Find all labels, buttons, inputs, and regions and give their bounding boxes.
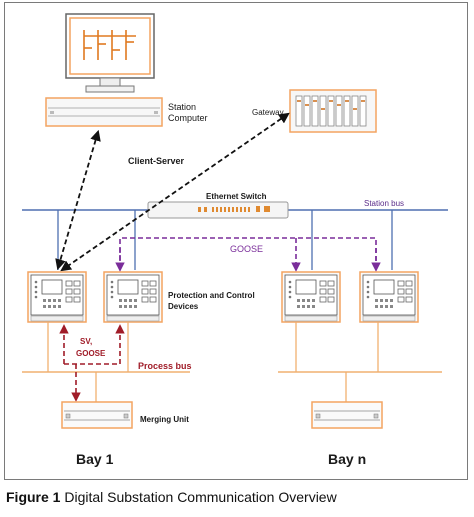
protection-label-2: Devices	[168, 302, 199, 311]
gateway-label: Gateway	[252, 108, 284, 117]
station-computer-icon	[45, 97, 163, 127]
ied-bayn-b	[359, 271, 419, 323]
merging-unit-bay1	[61, 401, 133, 429]
bay1-label: Bay 1	[76, 451, 114, 467]
process-bus-drops	[47, 322, 379, 372]
ethernet-switch-icon	[147, 201, 289, 219]
monitor-icon	[65, 13, 155, 93]
figure-caption: Figure 1 Digital Substation Communicatio…	[6, 489, 474, 505]
sv-goose-arrows	[59, 324, 125, 402]
goose-label: GOOSE	[230, 244, 263, 254]
bayn-label: Bay n	[328, 451, 366, 467]
protection-label: Protection and Control	[168, 291, 255, 300]
ied-bayn-a	[281, 271, 341, 323]
ied-bay1-b	[103, 271, 163, 323]
station-computer-label: Station	[168, 102, 196, 112]
station-computer-label-2: Computer	[168, 113, 208, 123]
merging-unit-label: Merging Unit	[140, 415, 189, 424]
merging-unit-bayn	[311, 401, 383, 429]
figure-number: Figure 1	[6, 489, 61, 505]
client-server-arrow-1	[55, 129, 101, 271]
goose-arrows	[115, 237, 381, 272]
sv-label: SV,	[80, 337, 92, 346]
ethernet-switch-label: Ethernet Switch	[206, 192, 267, 201]
station-bus-drops	[57, 210, 393, 270]
process-bus-label: Process bus	[138, 361, 192, 371]
client-server-label: Client-Server	[128, 156, 185, 166]
figure-title: Digital Substation Communication Overvie…	[60, 489, 337, 505]
ied-bay1-a	[27, 271, 87, 323]
station-bus-label: Station bus	[364, 199, 404, 208]
gateway-icon	[289, 89, 377, 133]
client-server-arrow-2	[60, 112, 290, 272]
sv-goose-label: GOOSE	[76, 349, 106, 358]
